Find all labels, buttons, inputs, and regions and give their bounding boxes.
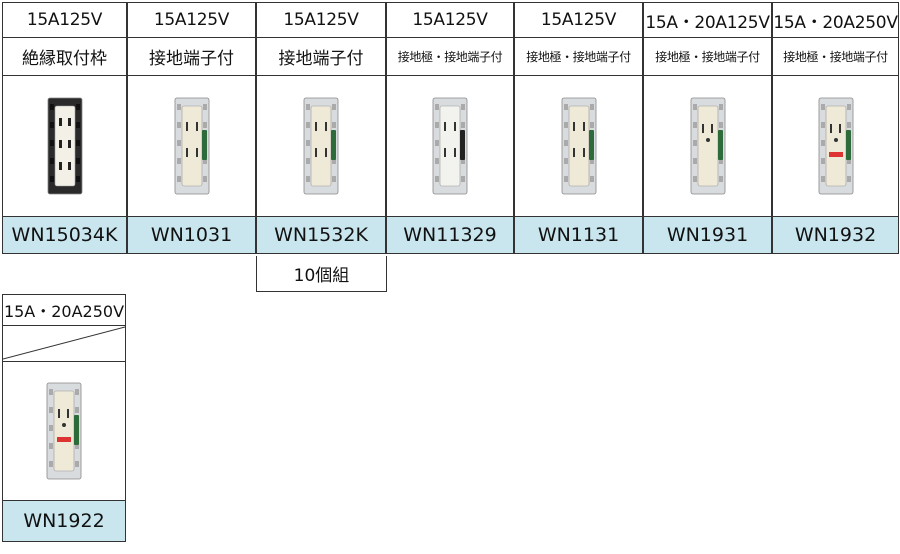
product-image (3, 76, 126, 216)
outlet-icon (174, 97, 209, 195)
rating-label: 15A125V (128, 2, 255, 38)
rating-label: 15A・20A125V (644, 2, 771, 38)
product-wn1922: 15A・20A250V WN1922 (2, 294, 126, 542)
product-code: WN1131 (515, 216, 642, 254)
product-image (773, 76, 898, 216)
product-image (3, 361, 125, 501)
type-label: 接地極・接地端子付 (515, 38, 642, 76)
product-code: WN15034K (3, 216, 126, 254)
product-code: WN1931 (644, 216, 771, 254)
product-code: WN1922 (3, 500, 125, 541)
type-label: 絶縁取付枠 (3, 38, 126, 76)
outlet-icon (46, 382, 82, 480)
rating-label: 15A125V (387, 2, 513, 38)
outlet-icon (47, 97, 82, 195)
outlet-icon (432, 97, 468, 195)
product-code: WN1031 (128, 216, 255, 254)
type-label: 接地端子付 (128, 38, 255, 76)
outlet-icon (561, 97, 596, 195)
rating-label: 15A125V (515, 2, 642, 38)
pack-note: 10個組 (256, 256, 387, 292)
rating-label: 15A・20A250V (773, 2, 898, 38)
outlet-icon (690, 97, 725, 195)
product-image (515, 76, 642, 216)
product-image (257, 76, 385, 216)
product-image (128, 76, 255, 216)
product-image (644, 76, 771, 216)
outlet-icon (303, 97, 339, 195)
type-empty-diagonal (3, 325, 125, 362)
product-code: WN1532K (257, 216, 385, 254)
product-code: WN11329 (387, 216, 513, 254)
rating-label: 15A125V (3, 2, 126, 38)
outlet-icon (818, 97, 853, 195)
product-image (387, 76, 513, 216)
rating-label: 15A・20A250V (3, 295, 125, 326)
type-label: 接地極・接地端子付 (773, 38, 898, 76)
product-code: WN1932 (773, 216, 898, 254)
type-label: 接地端子付 (257, 38, 385, 76)
rating-label: 15A125V (257, 2, 385, 38)
type-label: 接地極・接地端子付 (387, 38, 513, 76)
type-label: 接地極・接地端子付 (644, 38, 771, 76)
